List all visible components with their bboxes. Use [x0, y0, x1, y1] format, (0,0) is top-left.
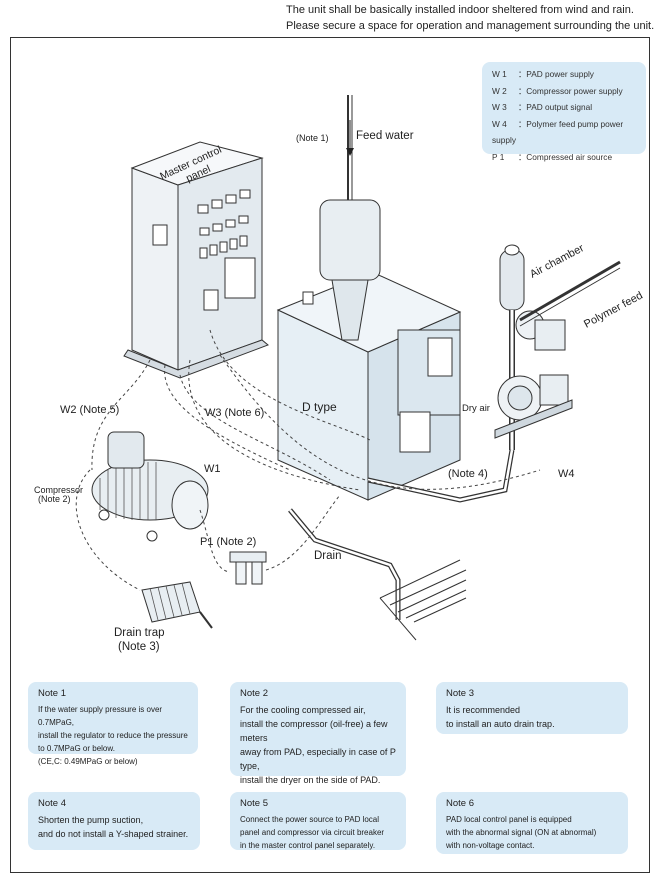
drain-trap-note-label: (Note 3)	[118, 641, 160, 653]
legend-item-w3: W 3：PAD output signal	[492, 102, 593, 112]
floor-drain-grating	[379, 559, 467, 641]
drain-trap-label: Drain trap	[114, 627, 165, 639]
note-3-box: Note 3 It is recommended to install an a…	[436, 682, 628, 734]
note-3-body: It is recommended to install an auto dra…	[446, 705, 555, 729]
d-type-label: D type	[302, 400, 337, 414]
note-3-title: Note 3	[446, 688, 474, 699]
note-5-box: Note 5 Connect the power source to PAD l…	[230, 792, 406, 850]
feed-water-pipe	[346, 95, 354, 200]
pad-unit-d-type	[276, 199, 462, 501]
note-1-body: If the water supply pressure is over 0.7…	[38, 705, 188, 766]
note-4-body: Shorten the pump suction, and do not ins…	[38, 815, 189, 839]
note-1-title: Note 1	[38, 688, 66, 699]
drain-label: Drain	[314, 550, 342, 562]
note4-reference-label: (Note 4)	[448, 468, 488, 480]
legend-item-w2: W 2：Compressor power supply	[492, 85, 623, 96]
legend-item-p1: P 1：Compressed air source	[492, 151, 613, 162]
legend-item-w4: W 4：Polymer feed pump power supply	[492, 118, 624, 146]
note-6-title: Note 6	[446, 798, 474, 809]
note-2-body: For the cooling compressed air, install …	[240, 705, 396, 785]
note-6-box: Note 6 PAD local control panel is equipp…	[436, 792, 628, 854]
polymer-feed-pump	[494, 244, 621, 450]
wiring-legend: W 1：PAD power supply W 2：Compressor powe…	[482, 62, 646, 162]
feed-water-label: Feed water	[356, 130, 414, 142]
p1-label: P1 (Note 2)	[200, 536, 257, 548]
note-1-box: Note 1 If the water supply pressure is o…	[28, 682, 198, 766]
note-5-body: Connect the power source to PAD local pa…	[240, 815, 385, 850]
header-line-2: Please secure a space for operation and …	[286, 20, 655, 32]
header-note: The unit shall be basically installed in…	[286, 2, 654, 34]
note-5-title: Note 5	[240, 798, 268, 809]
note-2-box: Note 2 For the cooling compressed air, i…	[230, 682, 406, 785]
legend-item-w1: W 1：PAD power supply	[492, 69, 594, 79]
wiring-lines	[75, 329, 541, 591]
compressor-note-label: (Note 2)	[38, 494, 71, 504]
note1-reference-label: (Note 1)	[296, 133, 329, 143]
compressor	[91, 431, 209, 542]
note-4-box: Note 4 Shorten the pump suction, and do …	[28, 792, 200, 850]
w1-label: W1	[204, 463, 221, 475]
compressor-label: Compressor	[34, 485, 84, 495]
diagram-frame	[10, 37, 650, 873]
master-control-panel	[123, 141, 269, 379]
note-6-body: PAD local control panel is equipped with…	[446, 815, 597, 850]
header-line-1: The unit shall be basically installed in…	[286, 4, 634, 16]
w2-label: W2 (Note 5)	[60, 404, 120, 416]
w3-label: W3 (Note 6)	[205, 407, 265, 419]
note-2-title: Note 2	[240, 688, 268, 699]
note-4-title: Note 4	[38, 798, 66, 809]
dry-air-label: Dry air	[462, 403, 490, 414]
drain-trap	[141, 581, 213, 629]
drain-pipe	[288, 449, 515, 620]
w4-label: W4	[558, 468, 575, 480]
p1-filter	[229, 551, 267, 585]
panel-indicators	[152, 189, 256, 311]
